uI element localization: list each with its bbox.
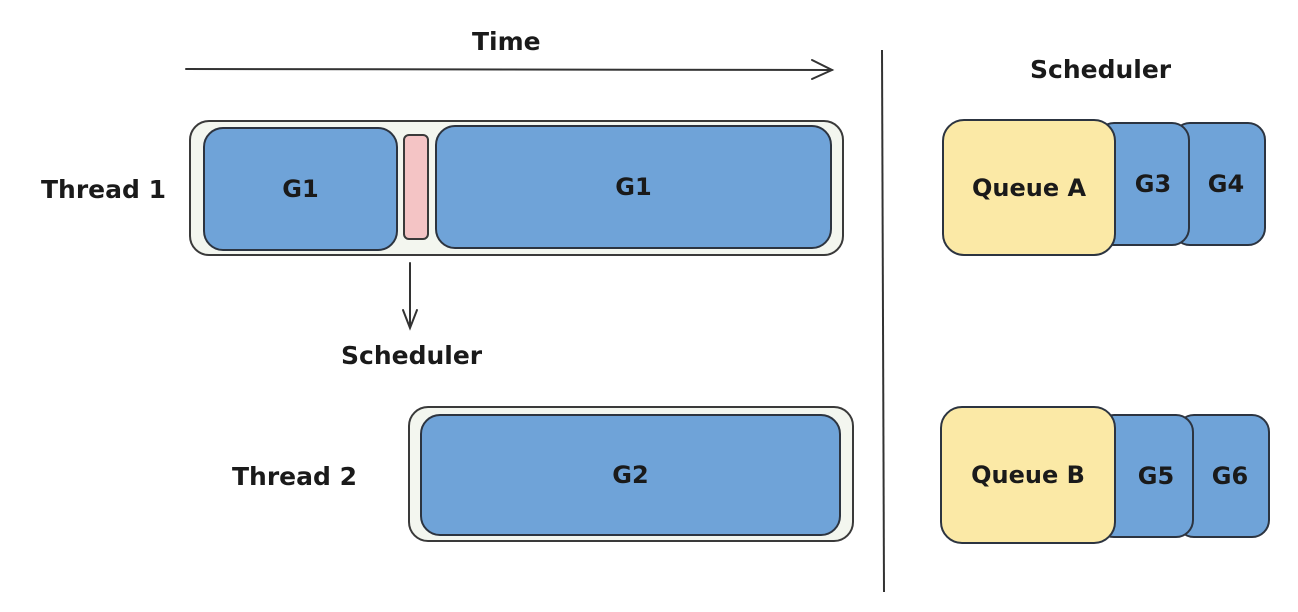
section-divider <box>881 49 885 593</box>
thread-1-goroutine-g1-second: G1 <box>435 125 832 249</box>
queue-a: Queue A <box>942 119 1116 256</box>
thread-2-goroutine-g2: G2 <box>420 414 841 536</box>
thread-1-label: Thread 1 <box>41 175 166 204</box>
scheduler-callout-label: Scheduler <box>341 341 483 370</box>
scheduler-panel-title: Scheduler <box>1030 55 1172 84</box>
thread-1-scheduler-slot <box>403 134 429 240</box>
scheduler-callout-arrow <box>402 262 418 331</box>
queue-b: Queue B <box>940 406 1116 544</box>
time-arrow <box>185 59 835 80</box>
thread-1-goroutine-g1-first: G1 <box>203 127 398 251</box>
time-axis-label: Time <box>472 27 541 56</box>
thread-2-label: Thread 2 <box>232 462 357 491</box>
